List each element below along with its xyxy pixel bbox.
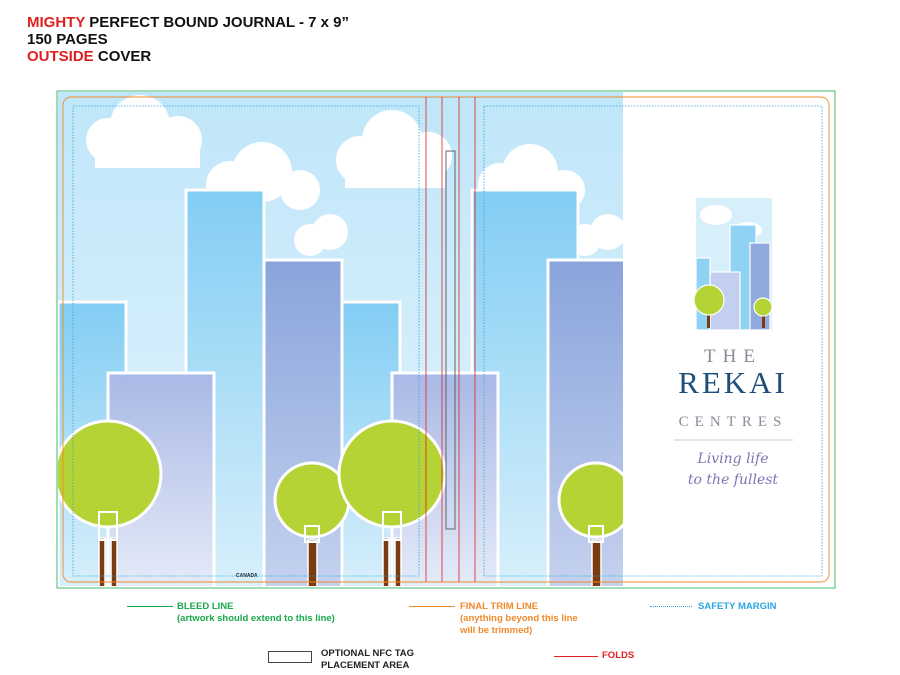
fold-lines [425, 97, 476, 582]
legend-nfc-sample-box [268, 651, 312, 663]
logo-the: THE [704, 346, 762, 367]
trees [58, 419, 623, 586]
header-accent-mighty: MIGHTY [27, 14, 86, 31]
legend-bleed: BLEED LINE (artwork should extend to thi… [177, 601, 335, 625]
header-line-3: OUTSIDE COVER [27, 48, 349, 65]
header-title: PERFECT BOUND JOURNAL - 7 x 9” [85, 14, 349, 31]
legend-trim-note-2: will be trimmed) [460, 625, 533, 636]
logo-centres: CENTRES [679, 414, 788, 430]
final-trim-line [62, 96, 830, 583]
legend-safety-title: SAFETY MARGIN [698, 601, 777, 612]
safety-margin-front [483, 105, 823, 577]
legend-bleed-title: BLEED LINE [177, 601, 234, 612]
nfc-tag-area [445, 150, 456, 530]
legend-bleed-note: (artwork should extend to this line) [177, 613, 335, 624]
document-header: MIGHTY PERFECT BOUND JOURNAL - 7 x 9” 15… [27, 14, 349, 65]
legend-folds-line-sample [554, 656, 598, 657]
front-cover-logo: THE REKAI CENTRES Living life to the ful… [674, 198, 793, 488]
header-line-1: MIGHTY PERFECT BOUND JOURNAL - 7 x 9” [27, 14, 349, 31]
legend-nfc-title-2: PLACEMENT AREA [321, 660, 410, 671]
header-line-2: 150 PAGES [27, 31, 108, 48]
cover-template: CANADA THE REKAI CENTRES Living life to … [56, 90, 836, 589]
header-accent-outside: OUTSIDE [27, 48, 94, 65]
logo-illustration [693, 205, 773, 331]
cover-artwork: CANADA [58, 92, 623, 586]
legend-trim-line-sample [409, 606, 455, 607]
legend-nfc-title-1: OPTIONAL NFC TAG [321, 648, 415, 659]
legend-safety-line-sample [650, 606, 692, 607]
logo-name: REKAI [678, 365, 788, 400]
tagline-line-1: Living life [696, 451, 768, 467]
legend-trim: FINAL TRIM LINE (anything beyond this li… [460, 601, 578, 637]
header-cover-label: COVER [93, 48, 152, 65]
legend-folds-title: FOLDS [602, 650, 635, 661]
tagline-line-2: to the fullest [688, 472, 779, 488]
legend-bleed-line-sample [127, 606, 173, 607]
legend-nfc: OPTIONAL NFC TAG PLACEMENT AREA [321, 648, 414, 672]
bleed-line [56, 90, 836, 589]
legend-trim-title: FINAL TRIM LINE [460, 601, 538, 612]
legend-trim-note-1: (anything beyond this line [460, 613, 578, 624]
